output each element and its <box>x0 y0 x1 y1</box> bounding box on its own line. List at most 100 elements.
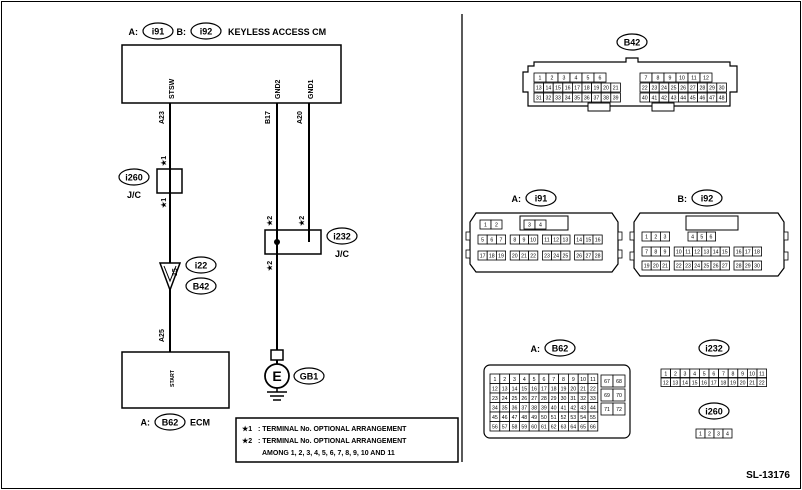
pin-number: 72 <box>616 407 622 413</box>
i260-title: i260 <box>705 407 723 417</box>
pin-number: 1 <box>493 377 496 383</box>
i92-tab-left-1 <box>629 231 635 241</box>
pin-cell <box>495 234 506 245</box>
pin-cell <box>612 374 626 388</box>
pin-number: 18 <box>721 380 727 386</box>
pin-number: 15 <box>521 386 527 392</box>
i232-title: i232 <box>705 344 723 354</box>
pin-number: 23 <box>544 254 550 260</box>
keyless-cm-box <box>121 44 342 104</box>
splice-conn-bottom: B42 <box>193 282 210 292</box>
splice-conn-top: i22 <box>195 261 208 271</box>
pin-number: 10 <box>679 76 685 82</box>
terminal-gnd1: GND1 <box>308 79 315 99</box>
pin-number: 19 <box>644 264 650 270</box>
pin-number: 14 <box>682 380 688 386</box>
pin-number: 22 <box>642 86 648 92</box>
pin-number: 35 <box>502 405 508 411</box>
pin-number: 22 <box>676 264 682 270</box>
ground-conn: GB1 <box>300 372 319 382</box>
pin-number: 23 <box>652 86 658 92</box>
pin-number: 69 <box>604 393 610 399</box>
pin-number: 34 <box>565 96 571 102</box>
pin-number: 15 <box>586 238 592 244</box>
pin-number: 12 <box>694 250 700 256</box>
pin-number: 8 <box>562 377 565 383</box>
pin-number: 13 <box>536 86 542 92</box>
pin-number: 18 <box>754 250 760 256</box>
header-prefix-a: A: <box>129 27 139 37</box>
terminal-gnd2: GND2 <box>275 79 282 99</box>
pin-cell <box>752 246 763 257</box>
connector-oval-b42-face <box>616 33 648 51</box>
pin-number: 28 <box>595 254 601 260</box>
pin-number: 31 <box>570 396 576 402</box>
connector-oval-gb1 <box>293 367 325 385</box>
pin-number: 30 <box>719 86 725 92</box>
pin-cell <box>660 246 671 257</box>
pin-number: 13 <box>563 238 569 244</box>
pin-number: 45 <box>492 415 498 421</box>
pin-number: 29 <box>709 86 715 92</box>
connector-oval-b42 <box>185 277 217 295</box>
pin-number: 42 <box>661 96 667 102</box>
pin-number: 12 <box>663 380 669 386</box>
b62-title: B62 <box>552 344 569 354</box>
pin-number: 56 <box>492 424 498 430</box>
i91-title: i91 <box>535 194 548 204</box>
pin-number: 4 <box>575 76 578 82</box>
pin-number: 17 <box>711 380 717 386</box>
pin-number: 29 <box>551 396 557 402</box>
pin-number: 5 <box>700 235 703 241</box>
i92-prefix: B: <box>678 194 688 204</box>
connector-oval-i92 <box>190 22 222 40</box>
legend-text-3: AMONG 1, 2, 3, 4, 5, 6, 7, 8, 9, 10 AND … <box>262 450 395 457</box>
pin-number: 7 <box>500 238 503 244</box>
jc-i232-box <box>264 229 322 255</box>
pin-cell <box>495 250 506 261</box>
i91-prefix: A: <box>512 194 522 204</box>
pin-number: 1 <box>699 432 702 438</box>
pin-number: 44 <box>590 405 596 411</box>
ecm-title: ECM <box>190 418 210 428</box>
pin-number: 5 <box>481 238 484 244</box>
i91-tab-left-1 <box>465 231 471 241</box>
keyless-cm-title: KEYLESS ACCESS CM <box>228 27 326 37</box>
connector-oval-i260 <box>118 168 150 186</box>
pin-number: 24 <box>694 264 700 270</box>
pin-number: 9 <box>741 371 744 377</box>
pin-number: 10 <box>676 250 682 256</box>
pin-cell <box>610 92 621 103</box>
pin-cell <box>612 402 626 416</box>
pin-number: 8 <box>654 250 657 256</box>
pin-number: 25 <box>671 86 677 92</box>
pin-number: 16 <box>565 86 571 92</box>
pin-number: 19 <box>561 386 567 392</box>
pin-number: 16 <box>736 250 742 256</box>
legend-box <box>235 417 459 463</box>
pin-number: 28 <box>541 396 547 402</box>
legend-text-1: : TERMINAL No. OPTIONAL ARRANGEMENT <box>258 426 407 433</box>
pin-number: 48 <box>521 415 527 421</box>
pin-number: 8 <box>513 238 516 244</box>
pin-number: 63 <box>561 424 567 430</box>
pin-number: 46 <box>502 415 508 421</box>
jc-i260-conn: i260 <box>125 173 143 183</box>
pin-number: 7 <box>552 377 555 383</box>
pin-a23: A23 <box>159 111 166 124</box>
pin-number: 20 <box>740 380 746 386</box>
pin-number: 58 <box>512 424 518 430</box>
pin-number: 62 <box>551 424 557 430</box>
pin-cell <box>593 72 607 83</box>
pin-number: 35 <box>574 96 580 102</box>
pin-number: 16 <box>531 386 537 392</box>
pin-number: 20 <box>570 386 576 392</box>
pin-number: 39 <box>541 405 547 411</box>
pin-cell <box>660 231 671 242</box>
pin-number: 2 <box>654 235 657 241</box>
